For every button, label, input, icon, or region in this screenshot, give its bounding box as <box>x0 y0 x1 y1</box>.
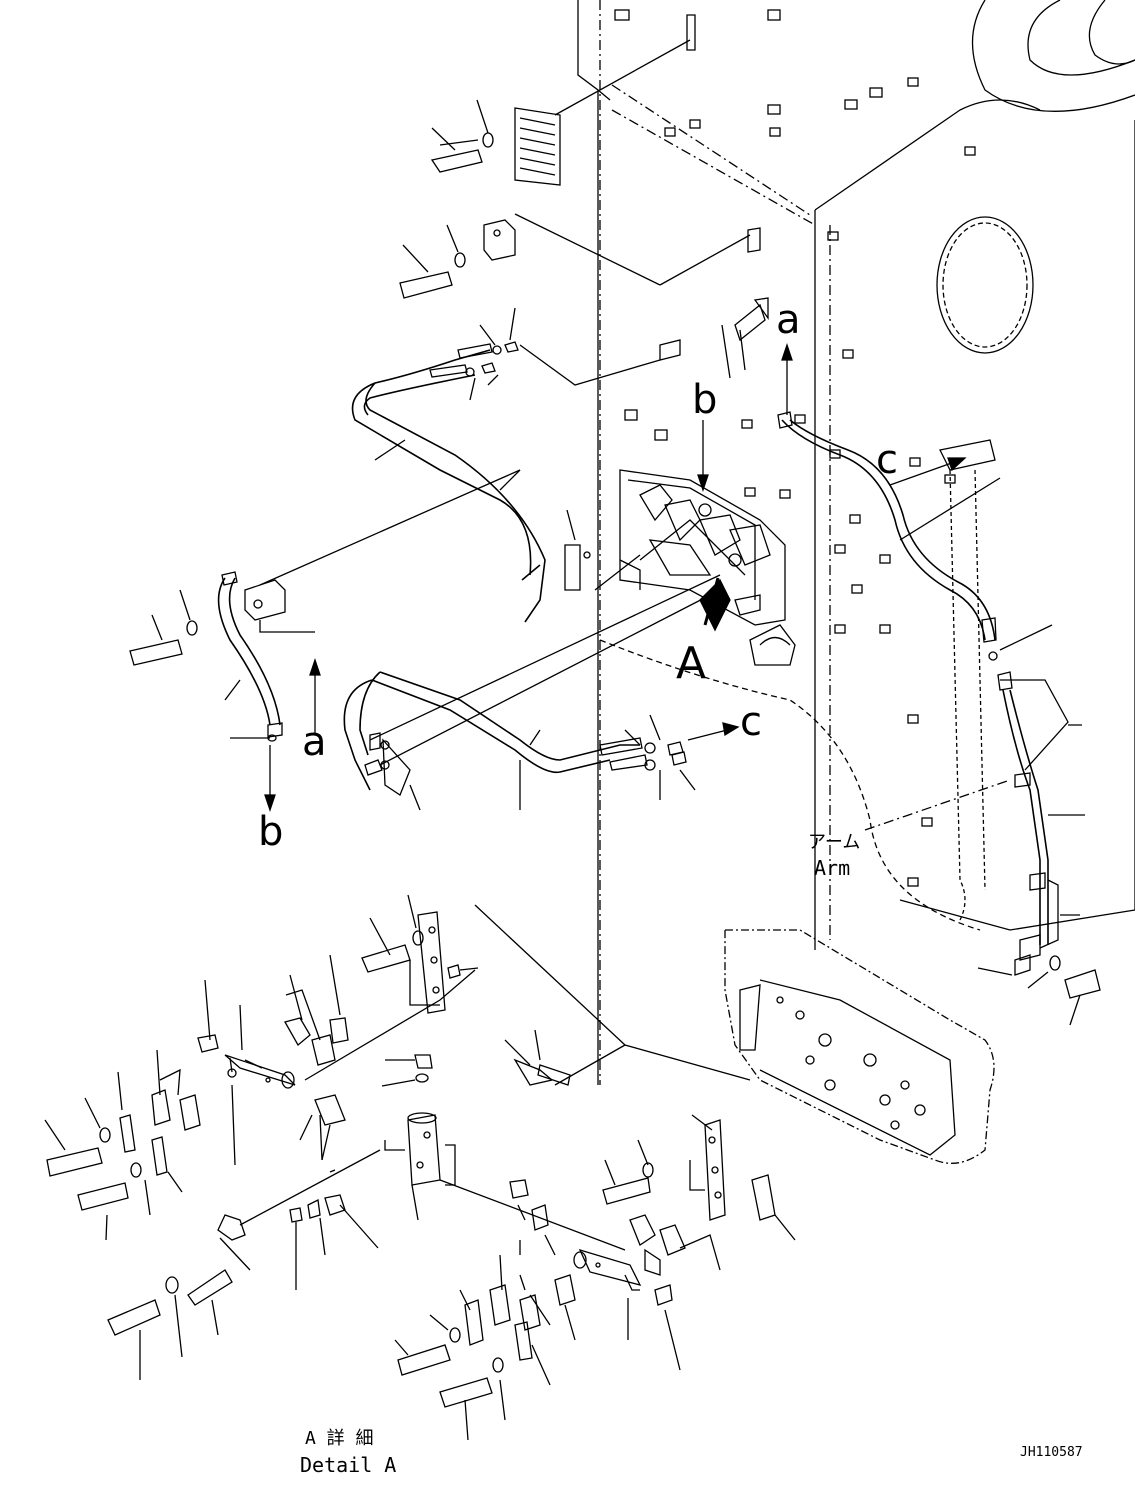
washer-5 <box>412 930 424 946</box>
flow-arrows <box>264 342 967 813</box>
left-pipe-assembly <box>129 469 521 742</box>
tube-holder-assembly <box>430 14 696 186</box>
right-pipe-assembly <box>777 411 1101 1026</box>
ref-label-c-bottom: c <box>740 699 762 745</box>
washer-2 <box>454 252 466 268</box>
detail-label-jp: A 詳 細 <box>305 1428 374 1449</box>
washer-9 <box>642 1162 654 1178</box>
bolt-9 <box>602 1177 651 1205</box>
ref-label-a-top: a <box>776 297 801 343</box>
bolt-2 <box>399 271 453 299</box>
bolt-6 <box>46 1147 103 1177</box>
bolt-5 <box>361 944 411 973</box>
arm-structure <box>577 0 1135 1085</box>
washer-1 <box>482 132 494 148</box>
leader-lines <box>329 1169 336 1173</box>
hose-assembly-upper <box>351 297 769 623</box>
bolt-10 <box>397 1344 451 1376</box>
bolt-3 <box>129 639 183 666</box>
block-bracket-assembly <box>399 213 761 299</box>
bolt-1 <box>430 149 483 173</box>
ref-label-c-top: c <box>876 437 898 483</box>
ref-label-b-top: b <box>692 377 718 423</box>
detail-a-view <box>44 894 995 1441</box>
drawing-number: JH110587 <box>1020 1445 1083 1460</box>
bolt-4 <box>1064 969 1101 999</box>
arm-label-jp: アーム <box>808 832 861 853</box>
bolt-7 <box>77 1182 129 1211</box>
bolt-8 <box>107 1299 161 1336</box>
arm-label-en: Arm <box>814 856 851 880</box>
ref-label-a-bottom: a <box>302 719 327 765</box>
arm-boss-pins <box>614 9 976 887</box>
detail-label-en: Detail A <box>300 1453 397 1477</box>
ref-label-big-a: A <box>676 638 707 689</box>
valve-block-assembly <box>564 469 796 666</box>
ref-label-b-bottom: b <box>258 809 284 855</box>
arm-inspection-hole <box>936 216 1034 354</box>
hose-assembly-lower <box>343 574 721 811</box>
washer-3 <box>186 620 198 636</box>
washer-4 <box>1049 955 1061 971</box>
bolt-11 <box>439 1377 493 1408</box>
